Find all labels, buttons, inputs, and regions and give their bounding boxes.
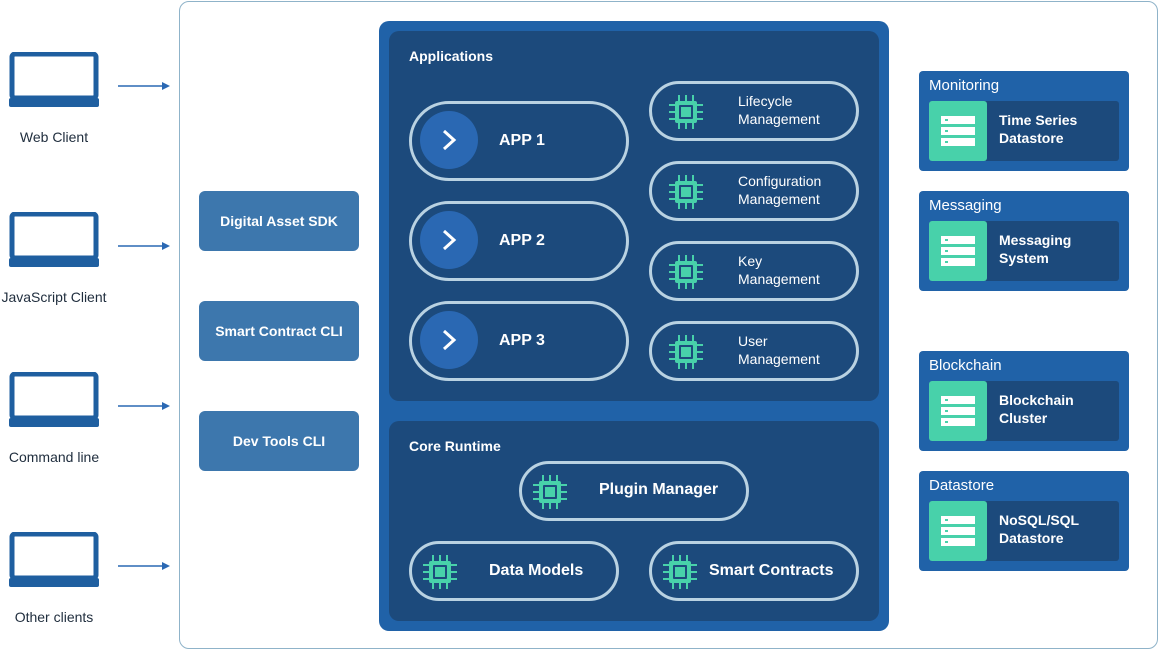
- service-label: User Management: [738, 332, 820, 368]
- infra-title: Datastore: [929, 477, 995, 494]
- database-server-icon: [929, 101, 987, 161]
- service-label-line: Management: [738, 351, 820, 367]
- chip-icon: [669, 335, 703, 369]
- database-server-icon: [929, 221, 987, 281]
- sdk-smart-contract-cli: Smart Contract CLI: [199, 301, 359, 361]
- service-label-line: Configuration: [738, 173, 822, 189]
- infra-card: Messaging System: [929, 221, 1119, 281]
- sdk-digital-asset: Digital Asset SDK: [199, 191, 359, 251]
- chip-icon: [533, 475, 567, 509]
- service-user-management: User Management: [649, 321, 859, 381]
- infra-label-line: System: [999, 250, 1049, 266]
- service-lifecycle-management: Lifecycle Management: [649, 81, 859, 141]
- sdk-dev-tools-cli: Dev Tools CLI: [199, 411, 359, 471]
- laptop-icon: [9, 372, 99, 427]
- infra-card: Time Series Datastore: [929, 101, 1119, 161]
- sdk-label: Digital Asset SDK: [220, 213, 338, 229]
- app-3: APP 3: [409, 301, 629, 381]
- laptop-icon: [9, 212, 99, 267]
- service-label: Configuration Management: [738, 172, 821, 208]
- infra-monitoring: Monitoring Time Series Datastore: [919, 71, 1129, 171]
- applications-panel: Applications APP 1 APP 2 APP 3: [389, 31, 879, 401]
- infra-label: Blockchain Cluster: [999, 391, 1074, 427]
- service-label-line: Key: [738, 253, 763, 269]
- service-label-line: Management: [738, 271, 820, 287]
- infra-title: Blockchain: [929, 357, 1002, 374]
- sdk-label: Dev Tools CLI: [232, 433, 326, 449]
- app-label: APP 1: [499, 132, 545, 149]
- data-models-label: Data Models: [489, 562, 584, 579]
- core-runtime-title: Core Runtime: [409, 438, 501, 454]
- infra-title: Messaging: [929, 197, 1002, 214]
- service-label: Lifecycle Management: [738, 92, 820, 128]
- chevron-right-icon: [442, 229, 457, 251]
- arrow-right-icon: [118, 402, 170, 410]
- app-2: APP 2: [409, 201, 629, 281]
- infra-label-line: Messaging: [999, 232, 1072, 248]
- app-label: APP 3: [499, 332, 545, 349]
- client-label: Web Client: [19, 129, 89, 145]
- core-runtime-panel: Core Runtime Plugin Manager: [389, 421, 879, 621]
- client-other: Other clients: [0, 532, 108, 632]
- app-1: APP 1: [409, 101, 629, 181]
- client-label: Other clients: [14, 609, 94, 625]
- client-command-line: Command line: [0, 372, 108, 472]
- app-label: APP 2: [499, 232, 545, 249]
- system-boundary: [179, 1, 1158, 649]
- applications-title: Applications: [409, 48, 494, 64]
- service-label-line: User: [738, 333, 768, 349]
- infra-label: NoSQL/SQL Datastore: [999, 511, 1079, 547]
- laptop-icon: [9, 532, 99, 587]
- smart-contracts-label: Smart Contracts: [709, 562, 834, 579]
- infra-label: Messaging System: [999, 231, 1071, 267]
- client-web: Web Client: [0, 52, 108, 152]
- chip-icon: [669, 95, 703, 129]
- infra-label-line: Blockchain: [999, 392, 1074, 408]
- service-label-line: Management: [738, 111, 820, 127]
- infra-blockchain: Blockchain Blockchain Cluster: [919, 351, 1129, 451]
- smart-contracts: Smart Contracts: [649, 541, 859, 601]
- infra-datastore: Datastore NoSQL/SQL Datastore: [919, 471, 1129, 571]
- infra-card: NoSQL/SQL Datastore: [929, 501, 1119, 561]
- client-javascript: JavaScript Client: [0, 212, 108, 312]
- infra-label: Time Series Datastore: [999, 111, 1077, 147]
- database-server-icon: [929, 501, 987, 561]
- database-server-icon: [929, 381, 987, 441]
- infra-card: Blockchain Cluster: [929, 381, 1119, 441]
- app-circle: [420, 111, 478, 169]
- service-label-line: Management: [738, 191, 820, 207]
- app-circle: [420, 211, 478, 269]
- service-label-line: Lifecycle: [738, 93, 793, 109]
- arrow-right-icon: [118, 242, 170, 250]
- service-key-management: Key Management: [649, 241, 859, 301]
- infra-label-line: Datastore: [999, 530, 1064, 546]
- service-label: Key Management: [738, 252, 820, 288]
- app-circle: [420, 311, 478, 369]
- infra-messaging: Messaging Messaging System: [919, 191, 1129, 291]
- service-configuration-management: Configuration Management: [649, 161, 859, 221]
- laptop-icon: [9, 52, 99, 107]
- infra-label-line: Cluster: [999, 410, 1048, 426]
- plugin-manager-label: Plugin Manager: [599, 481, 719, 498]
- plugin-manager: Plugin Manager: [519, 461, 749, 521]
- arrow-right-icon: [118, 82, 170, 90]
- chevron-right-icon: [442, 129, 457, 151]
- infra-label-line: NoSQL/SQL: [999, 512, 1080, 528]
- chip-icon: [669, 255, 703, 289]
- arrow-right-icon: [118, 562, 170, 570]
- chip-icon: [669, 175, 703, 209]
- infra-label-line: Datastore: [999, 130, 1064, 146]
- infra-title: Monitoring: [929, 77, 1000, 94]
- chevron-right-icon: [442, 329, 457, 351]
- infra-label-line: Time Series: [999, 112, 1078, 128]
- sdk-label: Smart Contract CLI: [215, 323, 343, 339]
- data-models: Data Models: [409, 541, 619, 601]
- chip-icon: [423, 555, 457, 589]
- chip-icon: [663, 555, 697, 589]
- client-label: Command line: [8, 449, 100, 465]
- client-label: JavaScript Client: [1, 289, 107, 305]
